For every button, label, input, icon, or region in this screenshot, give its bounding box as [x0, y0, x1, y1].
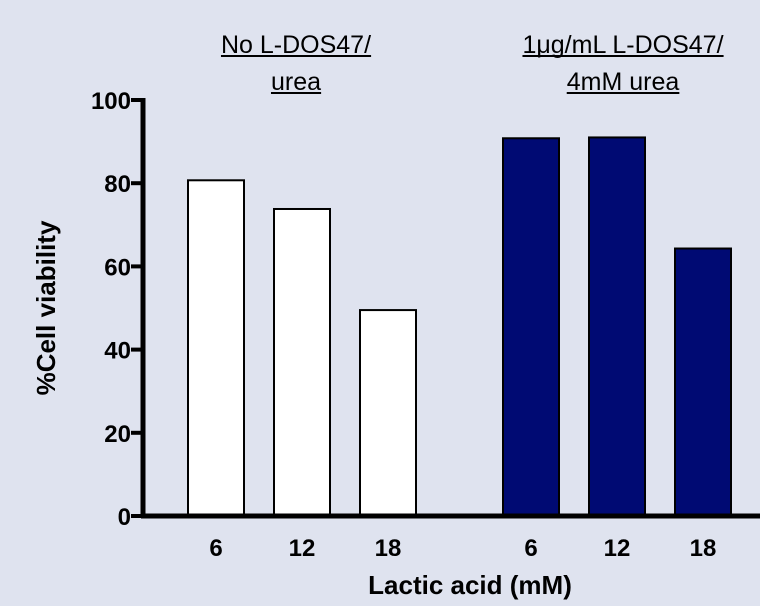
y-tick-label: 20: [104, 421, 131, 448]
y-tick-label: 0: [118, 504, 131, 531]
axes: [140, 98, 760, 519]
group-label-line: urea: [271, 68, 321, 96]
bars: [187, 136, 732, 517]
bar-group1-12mm: [273, 207, 331, 517]
x-tick-label: 18: [690, 535, 717, 562]
bar-group2-18mm: [674, 247, 732, 517]
ticks: 6 12 18 6 12 18 0 20 40 60 80 100: [91, 88, 716, 562]
group-label-line: No L-DOS47/: [221, 31, 371, 59]
y-tick-label: 60: [104, 254, 131, 281]
y-axis-title: %Cell viability: [31, 220, 61, 395]
y-tick-label: 80: [104, 171, 131, 198]
x-tick-label: 18: [375, 535, 402, 562]
x-tick-label: 12: [604, 535, 631, 562]
x-tick-label: 6: [209, 535, 222, 562]
x-tick-label: 6: [524, 535, 537, 562]
group-label-line: 1μg/mL L-DOS47/: [522, 31, 723, 59]
bar-group1-18mm: [359, 309, 417, 517]
bar-group2-12mm: [588, 136, 646, 517]
bar-group1-6mm: [187, 179, 245, 517]
y-tick-label: 100: [91, 88, 131, 115]
x-tick-label: 12: [289, 535, 316, 562]
x-axis-title: Lactic acid (mM): [368, 570, 572, 600]
group-labels: No L-DOS47/urea 1μg/mL L-DOS47/4mM urea: [220, 31, 724, 96]
group-label-line: 4mM urea: [567, 68, 680, 96]
y-tick-label: 40: [104, 338, 131, 365]
bar-group2-6mm: [502, 137, 560, 517]
